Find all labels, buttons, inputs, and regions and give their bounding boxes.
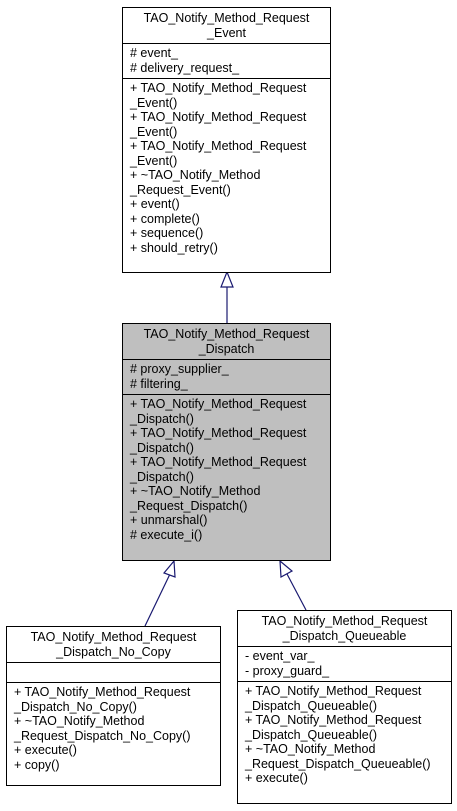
attributes-section: # proxy_supplier_ # filtering_ <box>123 359 330 394</box>
class-title: TAO_Notify_Method_Request _Dispatch_Queu… <box>238 611 451 646</box>
operation: _Event() <box>130 153 178 168</box>
operation: _Dispatch() <box>130 469 194 484</box>
operation: _Dispatch() <box>130 411 194 426</box>
inheritance-arrowhead <box>279 559 294 578</box>
operation: _Request_Event() <box>130 182 231 197</box>
attributes-section <box>7 662 220 682</box>
operation: _Request_Dispatch() <box>130 498 248 513</box>
attribute: # event_ <box>130 46 178 60</box>
operation: + TAO_Notify_Method_Request <box>130 455 307 469</box>
class-title: TAO_Notify_Method_Request _Event <box>123 8 330 43</box>
inheritance-arrowhead <box>220 270 234 288</box>
operation: _Dispatch_No_Copy() <box>14 699 137 714</box>
class-dispatch-no-copy[interactable]: TAO_Notify_Method_Request _Dispatch_No_C… <box>6 626 221 786</box>
operation: + TAO_Notify_Method_Request <box>130 139 307 153</box>
class-title: TAO_Notify_Method_Request _Dispatch_No_C… <box>7 627 220 662</box>
attributes-section: - event_var_ - proxy_guard_ <box>238 646 451 681</box>
edge-no-copy-to-dispatch <box>144 573 171 627</box>
title-line: _Dispatch <box>198 341 255 356</box>
operation: + TAO_Notify_Method_Request <box>245 684 422 698</box>
operation: # execute_i() <box>130 527 203 542</box>
operation: + complete() <box>130 211 200 226</box>
title-line: _Dispatch_Queueable <box>282 628 407 643</box>
empty-attributes <box>14 665 213 679</box>
operation: + TAO_Notify_Method_Request <box>130 110 307 124</box>
operation: + ~TAO_Notify_Method <box>130 168 261 182</box>
class-dispatch-queueable[interactable]: TAO_Notify_Method_Request _Dispatch_Queu… <box>237 610 452 804</box>
operation: + sequence() <box>130 226 204 240</box>
operation: _Request_Dispatch_No_Copy() <box>14 728 191 743</box>
operations-section: + TAO_Notify_Method_Request _Dispatch_Qu… <box>238 681 451 789</box>
class-event[interactable]: TAO_Notify_Method_Request _Event # event… <box>122 7 331 273</box>
operation: + execute() <box>245 771 308 785</box>
title-line: _Dispatch_No_Copy <box>56 644 171 659</box>
title-line: TAO_Notify_Method_Request <box>143 11 310 25</box>
operation: + TAO_Notify_Method_Request <box>130 426 307 440</box>
edge-queueable-to-dispatch <box>286 573 307 611</box>
title-line: TAO_Notify_Method_Request <box>30 630 197 644</box>
attribute: # proxy_supplier_ <box>130 362 229 376</box>
operation: + copy() <box>14 757 60 772</box>
operation: + event() <box>130 197 180 211</box>
attributes-section: # event_ # delivery_request_ <box>123 43 330 78</box>
attribute: # filtering_ <box>130 376 188 391</box>
inheritance-arrowhead <box>162 559 176 578</box>
operation: _Request_Dispatch_Queueable() <box>245 756 431 771</box>
class-dispatch[interactable]: TAO_Notify_Method_Request _Dispatch # pr… <box>122 323 331 561</box>
operation: + TAO_Notify_Method_Request <box>245 713 422 727</box>
title-line: TAO_Notify_Method_Request <box>143 327 310 341</box>
operation: + ~TAO_Notify_Method <box>245 742 376 756</box>
operation: _Dispatch() <box>130 440 194 455</box>
operation: + ~TAO_Notify_Method <box>130 484 261 498</box>
title-line: TAO_Notify_Method_Request <box>261 614 428 628</box>
operation: + ~TAO_Notify_Method <box>14 714 145 728</box>
title-line: _Event <box>207 25 246 40</box>
operation: _Event() <box>130 95 178 110</box>
class-title: TAO_Notify_Method_Request _Dispatch <box>123 324 330 359</box>
operation: + TAO_Notify_Method_Request <box>130 397 307 411</box>
operation: + execute() <box>14 743 77 757</box>
operation: + TAO_Notify_Method_Request <box>130 81 307 95</box>
operations-section: + TAO_Notify_Method_Request _Dispatch() … <box>123 394 330 545</box>
attribute: - event_var_ <box>245 649 315 663</box>
operation: _Dispatch_Queueable() <box>245 698 378 713</box>
attribute: # delivery_request_ <box>130 60 240 75</box>
operation: + should_retry() <box>130 240 218 255</box>
operations-section: + TAO_Notify_Method_Request _Event() + T… <box>123 78 330 258</box>
attribute: - proxy_guard_ <box>245 663 330 678</box>
operation: + TAO_Notify_Method_Request <box>14 685 191 699</box>
operation: _Dispatch_Queueable() <box>245 727 378 742</box>
operations-section: + TAO_Notify_Method_Request _Dispatch_No… <box>7 682 220 775</box>
operation: _Event() <box>130 124 178 139</box>
operation: + unmarshal() <box>130 513 208 527</box>
